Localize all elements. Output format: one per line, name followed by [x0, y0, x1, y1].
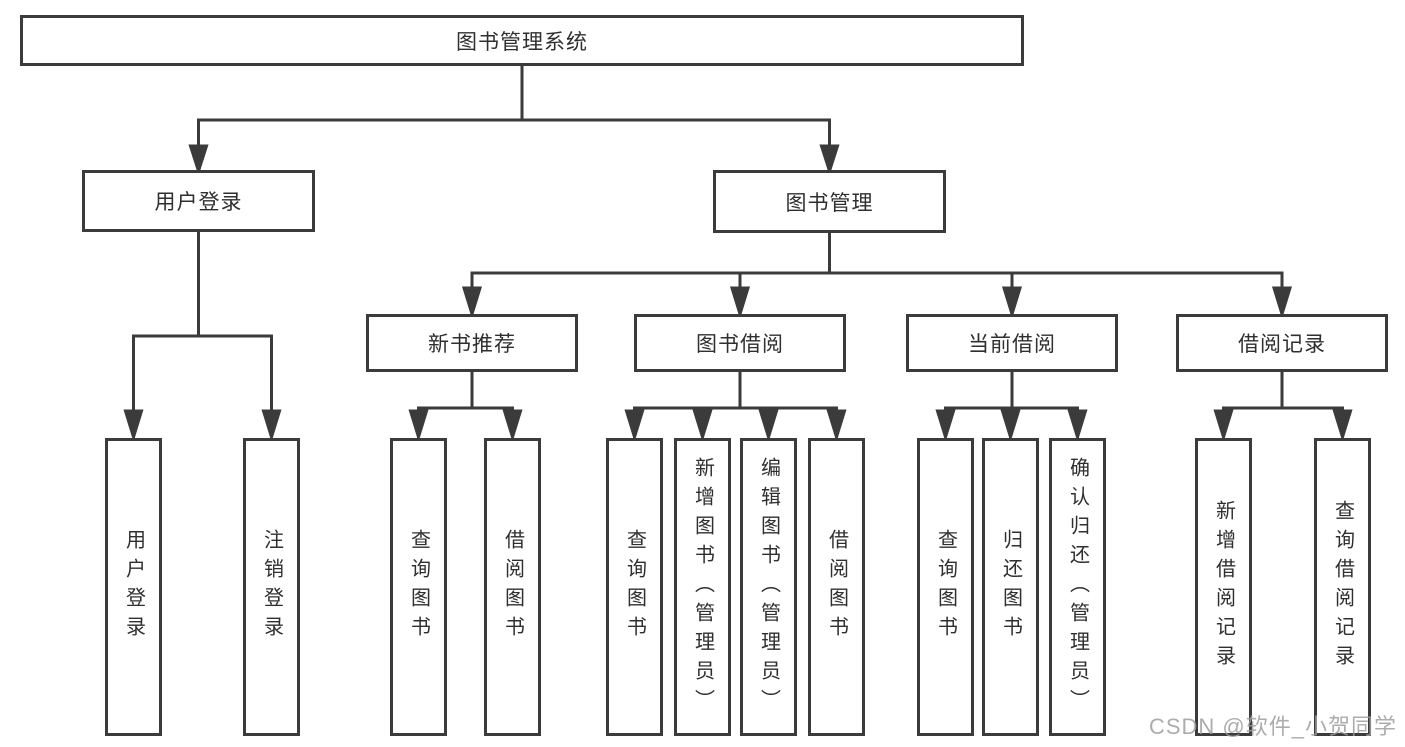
- leaf-confirm-return-admin: 确认归还（管理员）: [1049, 438, 1106, 736]
- leaf-query-borrow-record: 查询借阅记录: [1314, 438, 1371, 736]
- leaf-confirm-return-admin-label: 确认归还（管理员）: [1066, 456, 1089, 718]
- leaf-query-borrow-record-label: 查询借阅记录: [1331, 500, 1354, 674]
- node-new-book-recommend: 新书推荐: [366, 314, 578, 372]
- leaf-edit-book-admin-label: 编辑图书（管理员）: [757, 456, 780, 718]
- leaf-add-book-admin: 新增图书（管理员）: [674, 438, 731, 736]
- node-book-borrow: 图书借阅: [634, 314, 846, 372]
- leaf-add-borrow-record-label: 新增借阅记录: [1212, 500, 1235, 674]
- leaf-add-borrow-record: 新增借阅记录: [1195, 438, 1252, 736]
- csdn-watermark: CSDN @软件_小贺同学: [1148, 714, 1397, 739]
- leaf-query-books-current: 查询图书: [917, 438, 974, 736]
- node-library-system: 图书管理系统: [20, 15, 1024, 66]
- leaf-borrow-books-recommend: 借阅图书: [484, 438, 541, 736]
- leaf-borrow-books-recommend-label: 借阅图书: [501, 529, 524, 645]
- leaf-query-books-recommend: 查询图书: [390, 438, 447, 736]
- leaf-borrow-books: 借阅图书: [808, 438, 865, 736]
- leaf-user-login-label: 用户登录: [122, 529, 145, 645]
- leaf-query-books-recommend-label: 查询图书: [407, 529, 430, 645]
- leaf-user-login: 用户登录: [105, 438, 162, 736]
- leaf-query-books-borrow: 查询图书: [606, 438, 663, 736]
- node-borrow-records: 借阅记录: [1176, 314, 1388, 372]
- node-book-management: 图书管理: [713, 170, 946, 233]
- node-user-login: 用户登录: [82, 170, 315, 232]
- leaf-edit-book-admin: 编辑图书（管理员）: [740, 438, 797, 736]
- leaf-borrow-books-label: 借阅图书: [825, 529, 848, 645]
- leaf-logout-login-label: 注销登录: [260, 529, 283, 645]
- leaf-add-book-admin-label: 新增图书（管理员）: [691, 456, 714, 718]
- leaf-query-books-current-label: 查询图书: [934, 529, 957, 645]
- leaf-return-books-label: 归还图书: [999, 529, 1022, 645]
- node-current-borrow: 当前借阅: [906, 314, 1118, 372]
- leaf-query-books-borrow-label: 查询图书: [623, 529, 646, 645]
- leaf-logout-login: 注销登录: [243, 438, 300, 736]
- leaf-return-books: 归还图书: [982, 438, 1039, 736]
